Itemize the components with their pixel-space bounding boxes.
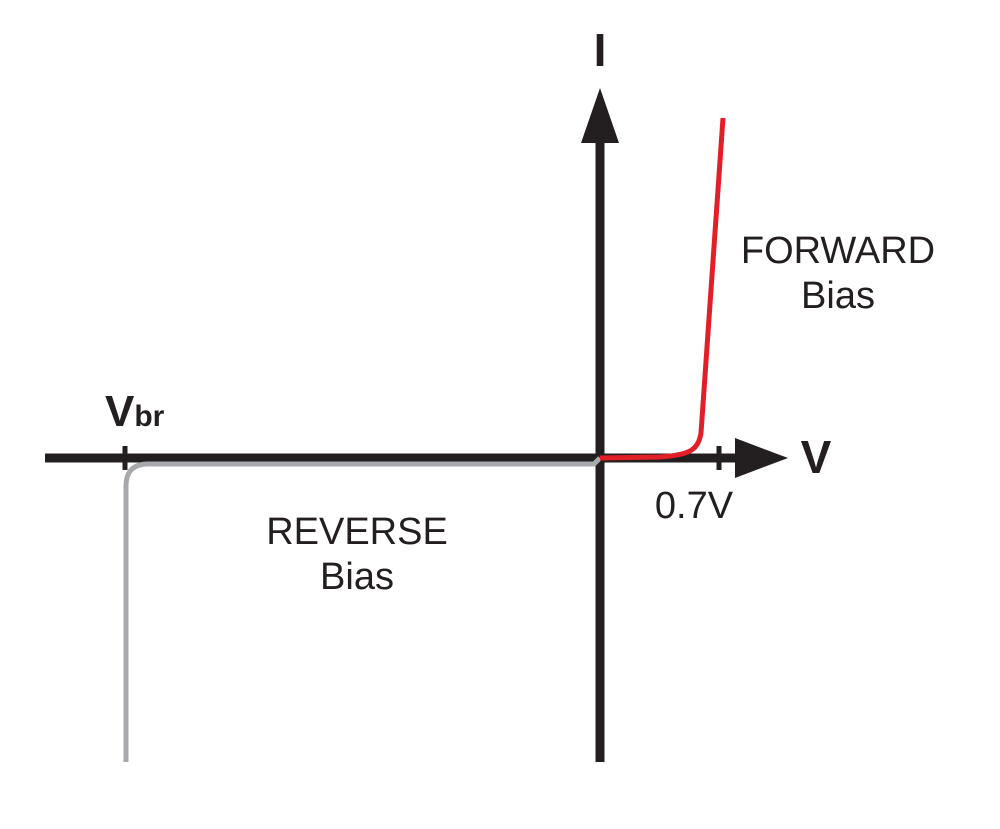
- forward-bias-curve: [599, 117, 726, 461]
- breakdown-symbol: V: [105, 387, 135, 436]
- breakdown-voltage-label: Vbr: [105, 387, 165, 436]
- reverse-bias-subtitle: Bias: [320, 556, 394, 598]
- y-axis-label: I: [594, 24, 607, 76]
- x-axis-arrowhead: [735, 438, 788, 478]
- x-axis-label: V: [801, 431, 832, 483]
- y-axis-arrowhead: [581, 88, 619, 143]
- forward-bias-title: FORWARD: [741, 230, 935, 272]
- breakdown-subscript: br: [134, 400, 164, 433]
- reverse-bias-curve: [123, 456, 602, 762]
- threshold-voltage-label: 0.7V: [655, 485, 734, 527]
- reverse-bias-title: REVERSE: [266, 511, 448, 553]
- forward-bias-subtitle: Bias: [801, 275, 875, 317]
